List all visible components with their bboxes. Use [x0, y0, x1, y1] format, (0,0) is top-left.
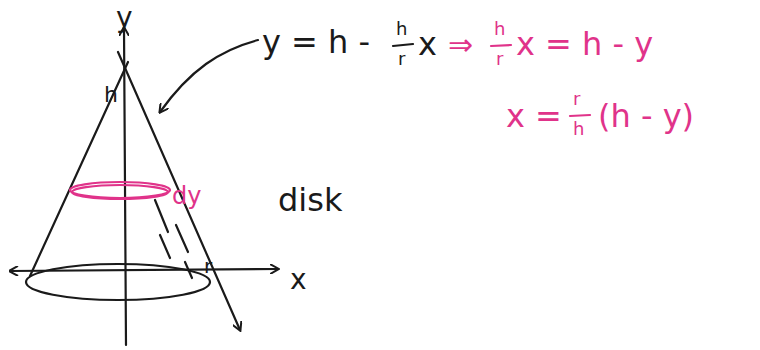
- equation-text: x: [418, 28, 437, 60]
- fraction-denominator: h: [573, 120, 584, 138]
- fraction-numerator: r: [573, 90, 580, 108]
- axis-label: y: [116, 4, 133, 32]
- fraction-numerator: h: [494, 20, 505, 38]
- height-label: h: [104, 84, 118, 106]
- equation-text: (h - y): [598, 100, 694, 132]
- fraction-denominator: r: [398, 50, 405, 68]
- differential-label: dy: [172, 184, 201, 208]
- fraction-denominator: r: [496, 50, 503, 68]
- implies-symbol: ⇒: [448, 30, 473, 60]
- equation-text: x =: [506, 100, 562, 132]
- disk-label: disk: [278, 184, 342, 216]
- fraction-numerator: h: [396, 20, 407, 38]
- axis-label: x: [290, 266, 307, 294]
- equation-text: x = h - y: [516, 28, 653, 60]
- equation-text: y = h -: [262, 26, 370, 58]
- radius-label: r: [204, 256, 212, 276]
